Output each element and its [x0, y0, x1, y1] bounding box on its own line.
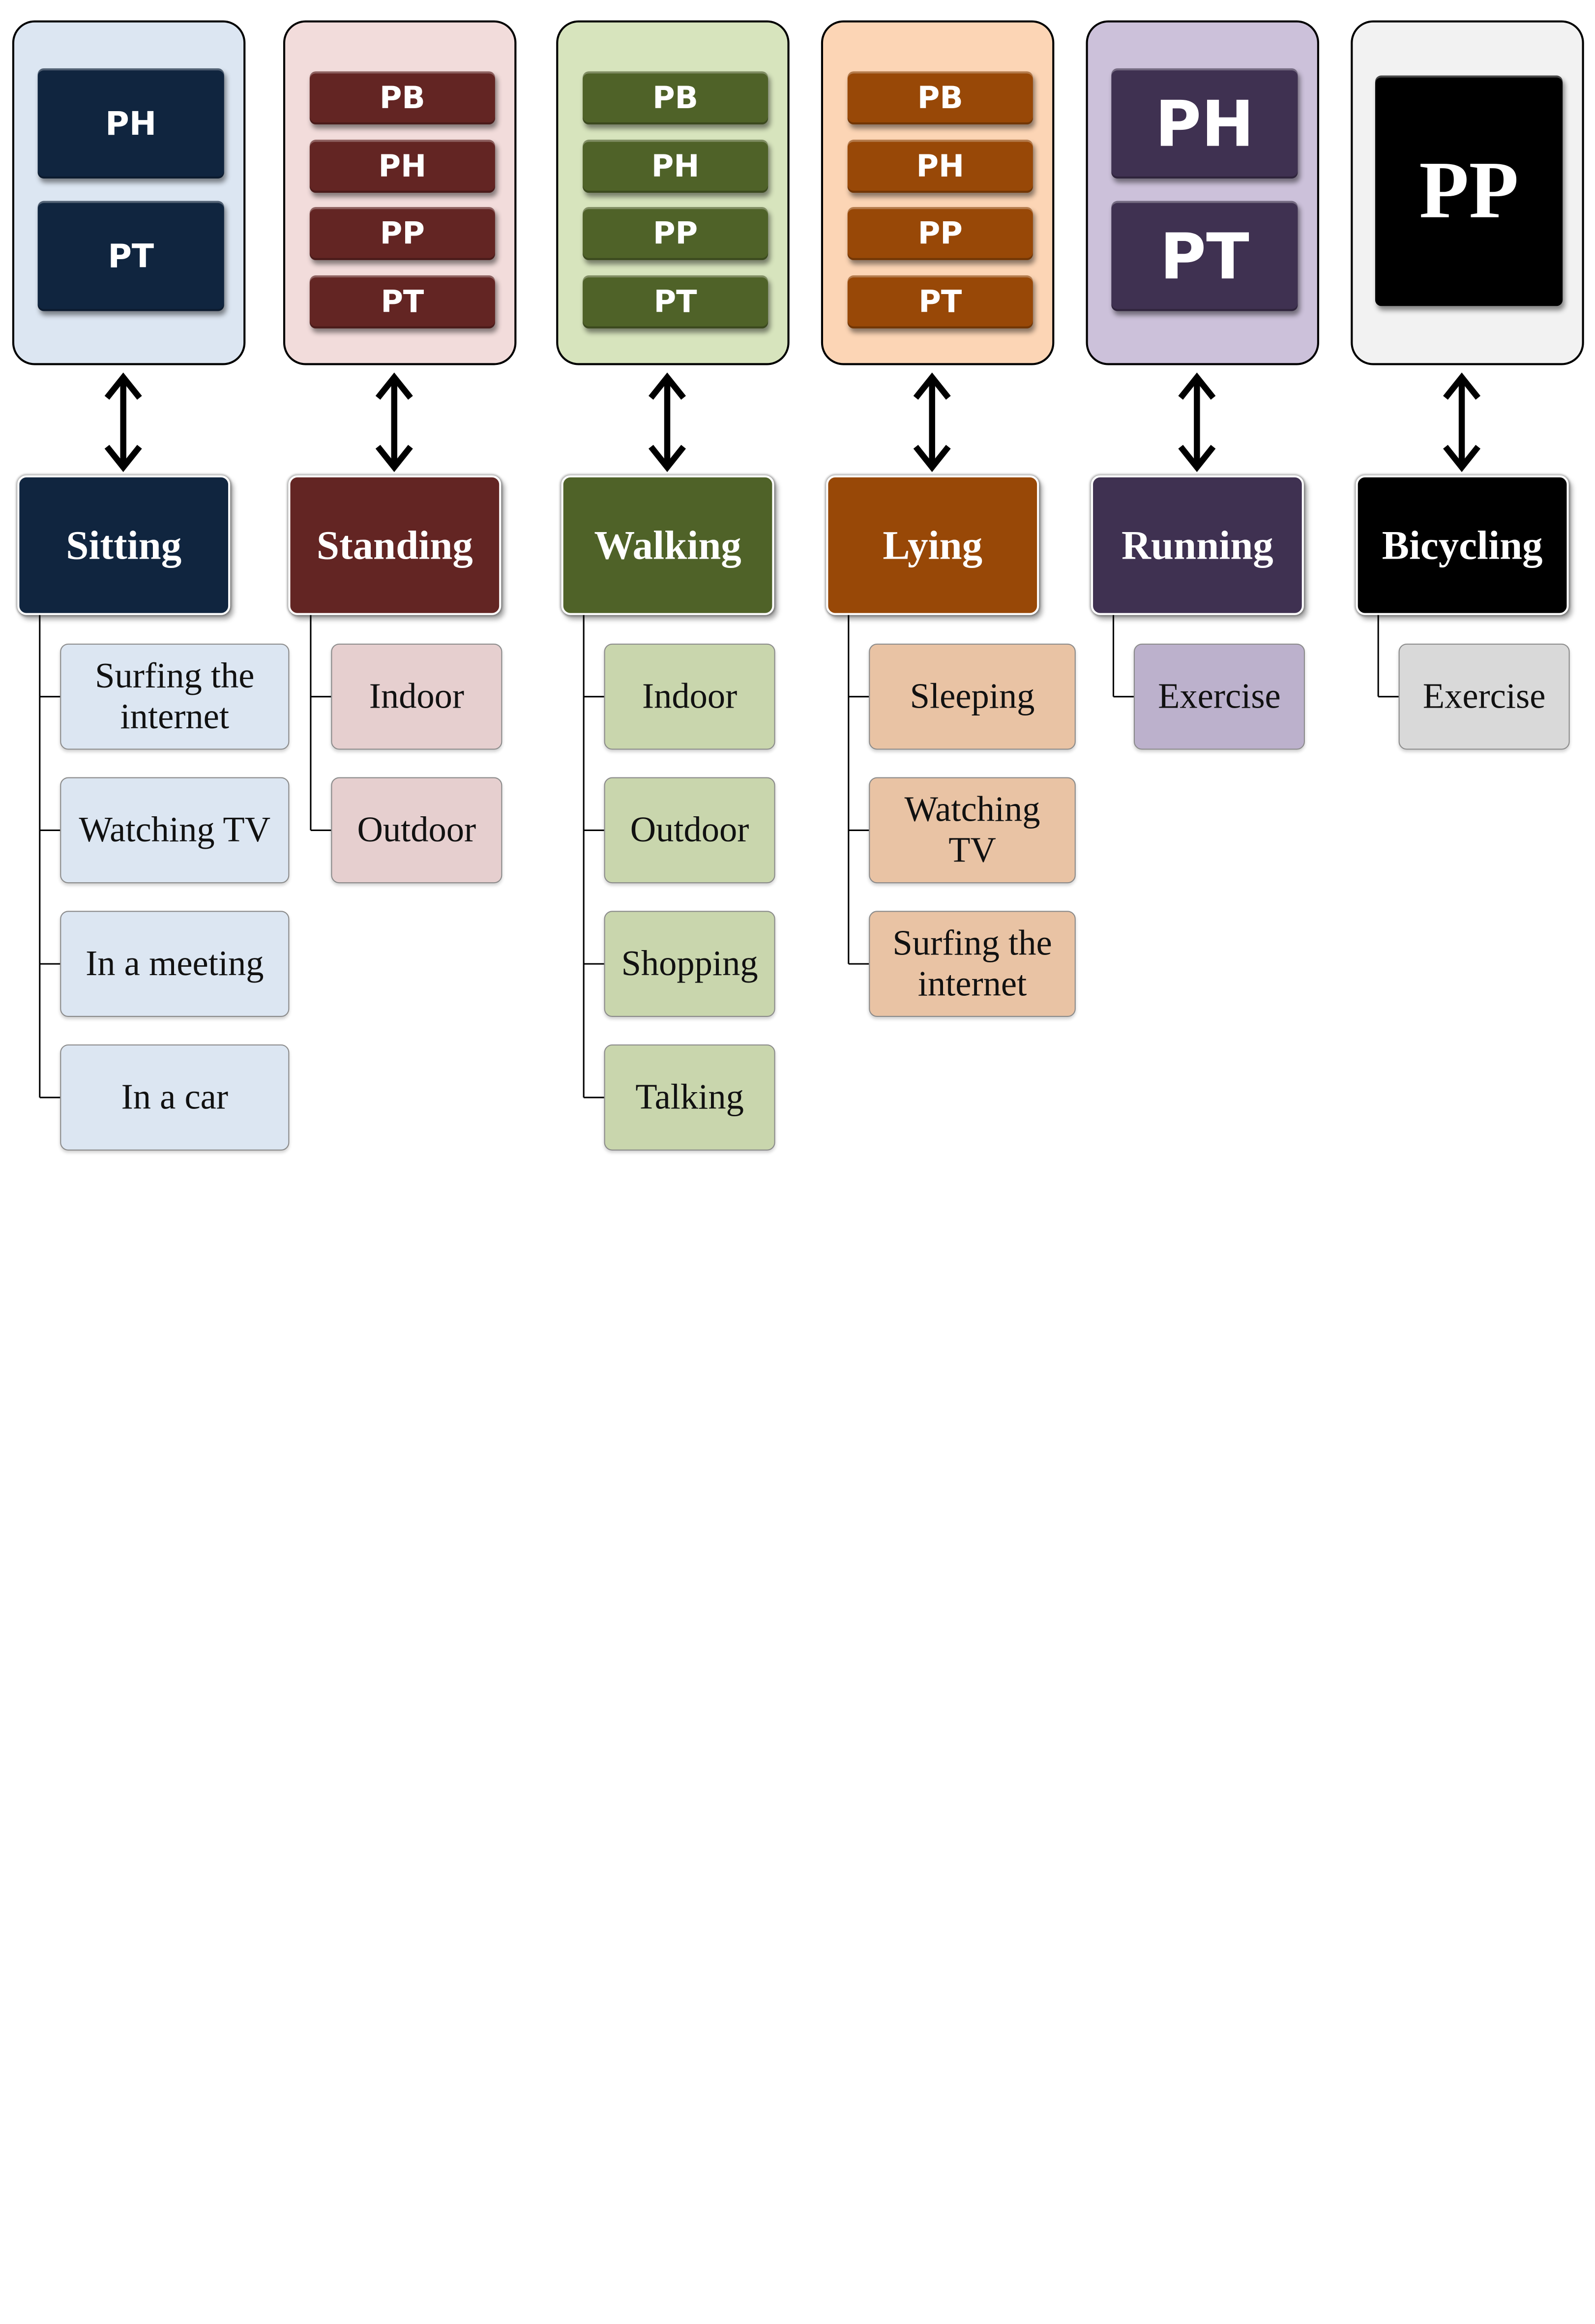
activity-lying: Lying: [826, 475, 1039, 615]
sub-activity-box: Exercise: [1398, 643, 1570, 750]
sensor-panel-sitting: PH PT: [12, 20, 246, 365]
sub-activity-box: Outdoor: [331, 777, 502, 884]
double-arrow-icon: [375, 372, 413, 472]
sensor-tag-pt: PT: [37, 201, 224, 311]
sensor-tag-pp: PP: [1375, 75, 1563, 306]
sensor-tag-pp: PP: [583, 207, 768, 260]
sensor-tag-ph: PH: [1111, 68, 1298, 179]
sensor-tag-ph: PH: [309, 140, 495, 193]
sensor-tag-pb: PB: [847, 71, 1033, 125]
sub-activity-box: In a car: [60, 1044, 290, 1151]
sensor-tag-pt: PT: [847, 275, 1033, 328]
sensor-tag-pt: PT: [309, 275, 495, 328]
sensor-tag-ph: PH: [583, 140, 768, 193]
sub-activity-box: Surfing the internet: [60, 643, 290, 750]
sub-activity-box: Indoor: [604, 643, 775, 750]
sensor-tag-pp: PP: [847, 207, 1033, 260]
sensor-tag-pb: PB: [309, 71, 495, 125]
sub-activity-box: Watching TV: [869, 777, 1076, 884]
activity-bicycling: Bicycling: [1356, 475, 1569, 615]
hierarchy-connector: [1112, 615, 1134, 698]
sub-activity-box: Outdoor: [604, 777, 775, 884]
activity-walking: Walking: [561, 475, 774, 615]
hierarchy-connector: [310, 615, 331, 831]
hierarchy-connector: [583, 615, 604, 1099]
activity-standing: Standing: [288, 475, 502, 615]
sensor-panel-running: PH PT: [1086, 20, 1319, 365]
double-arrow-icon: [649, 372, 686, 472]
hierarchy-connector: [848, 615, 869, 965]
sub-activity-box: Exercise: [1133, 643, 1305, 750]
hierarchy-connector: [39, 615, 60, 1099]
sensor-panel-standing: PB PH PP PT: [283, 20, 517, 365]
sensor-tag-ph: PH: [847, 140, 1033, 193]
double-arrow-icon: [1178, 372, 1216, 472]
sub-activity-box: In a meeting: [60, 911, 290, 1017]
sensor-tag-ph: PH: [37, 68, 224, 179]
sub-activity-box: Watching TV: [60, 777, 290, 884]
sensor-tag-pt: PT: [583, 275, 768, 328]
double-arrow-icon: [913, 372, 951, 472]
double-arrow-icon: [1443, 372, 1481, 472]
sensor-panel-lying: PB PH PP PT: [821, 20, 1055, 365]
sensor-panel-walking: PB PH PP PT: [556, 20, 790, 365]
sub-activity-box: Shopping: [604, 911, 775, 1017]
activity-sitting: Sitting: [17, 475, 231, 615]
sensor-panel-bicycling: PP: [1351, 20, 1584, 365]
sensor-tag-pb: PB: [583, 71, 768, 125]
activity-running: Running: [1091, 475, 1304, 615]
sub-activity-box: Sleeping: [869, 643, 1076, 750]
sub-activity-box: Indoor: [331, 643, 502, 750]
double-arrow-icon: [104, 372, 142, 472]
sub-activity-box: Talking: [604, 1044, 775, 1151]
sensor-tag-pp: PP: [309, 207, 495, 260]
hierarchy-connector: [1377, 615, 1399, 698]
sensor-tag-pt: PT: [1111, 201, 1298, 311]
sub-activity-box: Surfing the internet: [869, 911, 1076, 1017]
